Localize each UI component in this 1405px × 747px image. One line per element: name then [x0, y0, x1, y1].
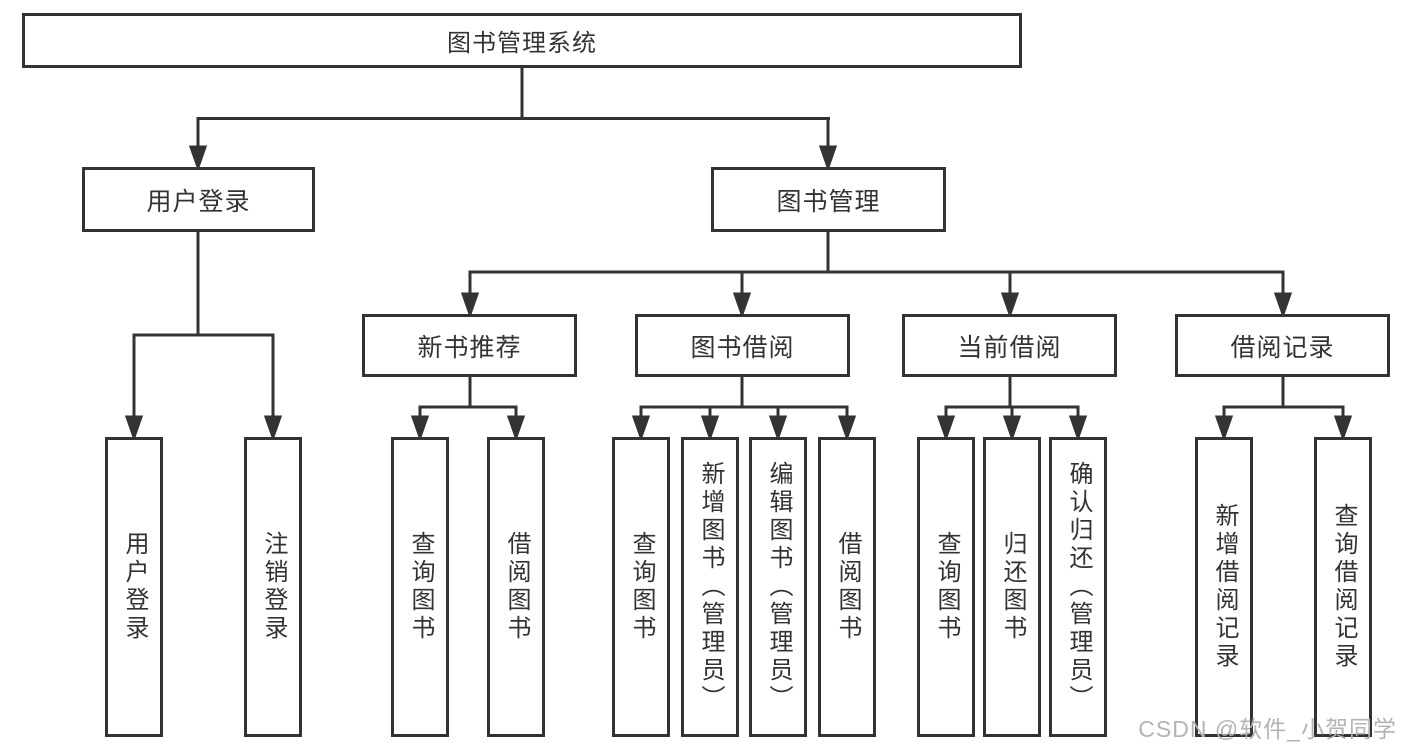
- leaf-borrow-books-newrec: 借阅图书: [487, 437, 545, 737]
- node-book-management: 图书管理: [711, 167, 946, 232]
- node-user-login: 用户登录: [82, 167, 315, 232]
- leaf-confirm-return-admin: 确认归还（管理员）: [1049, 437, 1107, 737]
- leaf-query-books-newrec: 查询图书: [391, 437, 449, 737]
- node-new-book-recommendation: 新书推荐: [362, 314, 577, 377]
- node-borrowing-records: 借阅记录: [1175, 314, 1390, 377]
- leaf-query-books-current: 查询图书: [917, 437, 975, 737]
- leaf-query-books-borrowing: 查询图书: [612, 437, 670, 737]
- leaf-add-borrow-record: 新增借阅记录: [1195, 437, 1253, 737]
- leaf-borrow-books-borrowing: 借阅图书: [818, 437, 876, 737]
- leaf-user-login: 用户登录: [105, 437, 163, 737]
- leaf-logout: 注销登录: [244, 437, 302, 737]
- leaf-query-borrow-record: 查询借阅记录: [1314, 437, 1372, 737]
- node-book-borrowing: 图书借阅: [635, 314, 850, 377]
- leaf-return-books: 归还图书: [983, 437, 1041, 737]
- node-library-management-system: 图书管理系统: [22, 13, 1022, 68]
- leaf-edit-books-admin: 编辑图书（管理员）: [749, 437, 807, 737]
- node-current-borrowing: 当前借阅: [902, 314, 1117, 377]
- leaf-add-books-admin: 新增图书（管理员）: [681, 437, 739, 737]
- csdn-watermark: CSDN @软件_小贺同学: [1138, 716, 1397, 742]
